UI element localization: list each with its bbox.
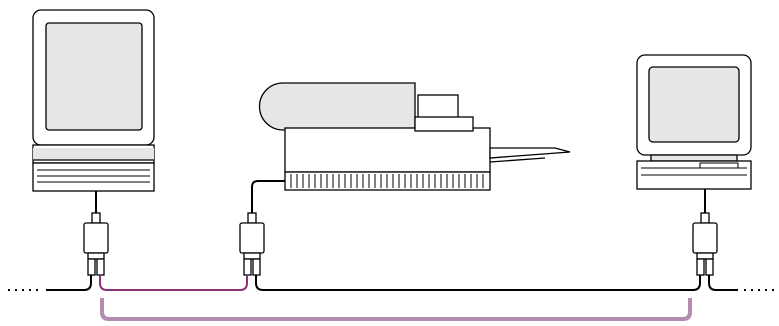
printer-icon: [260, 83, 571, 190]
connector-left: [84, 213, 108, 275]
span-bracket: [102, 298, 690, 319]
connector-middle: [240, 213, 264, 275]
connector-right: [693, 213, 717, 275]
portrait-monitor-icon: [33, 10, 154, 191]
network-trunk: [8, 275, 775, 290]
desktop-computer-icon: [637, 55, 751, 189]
